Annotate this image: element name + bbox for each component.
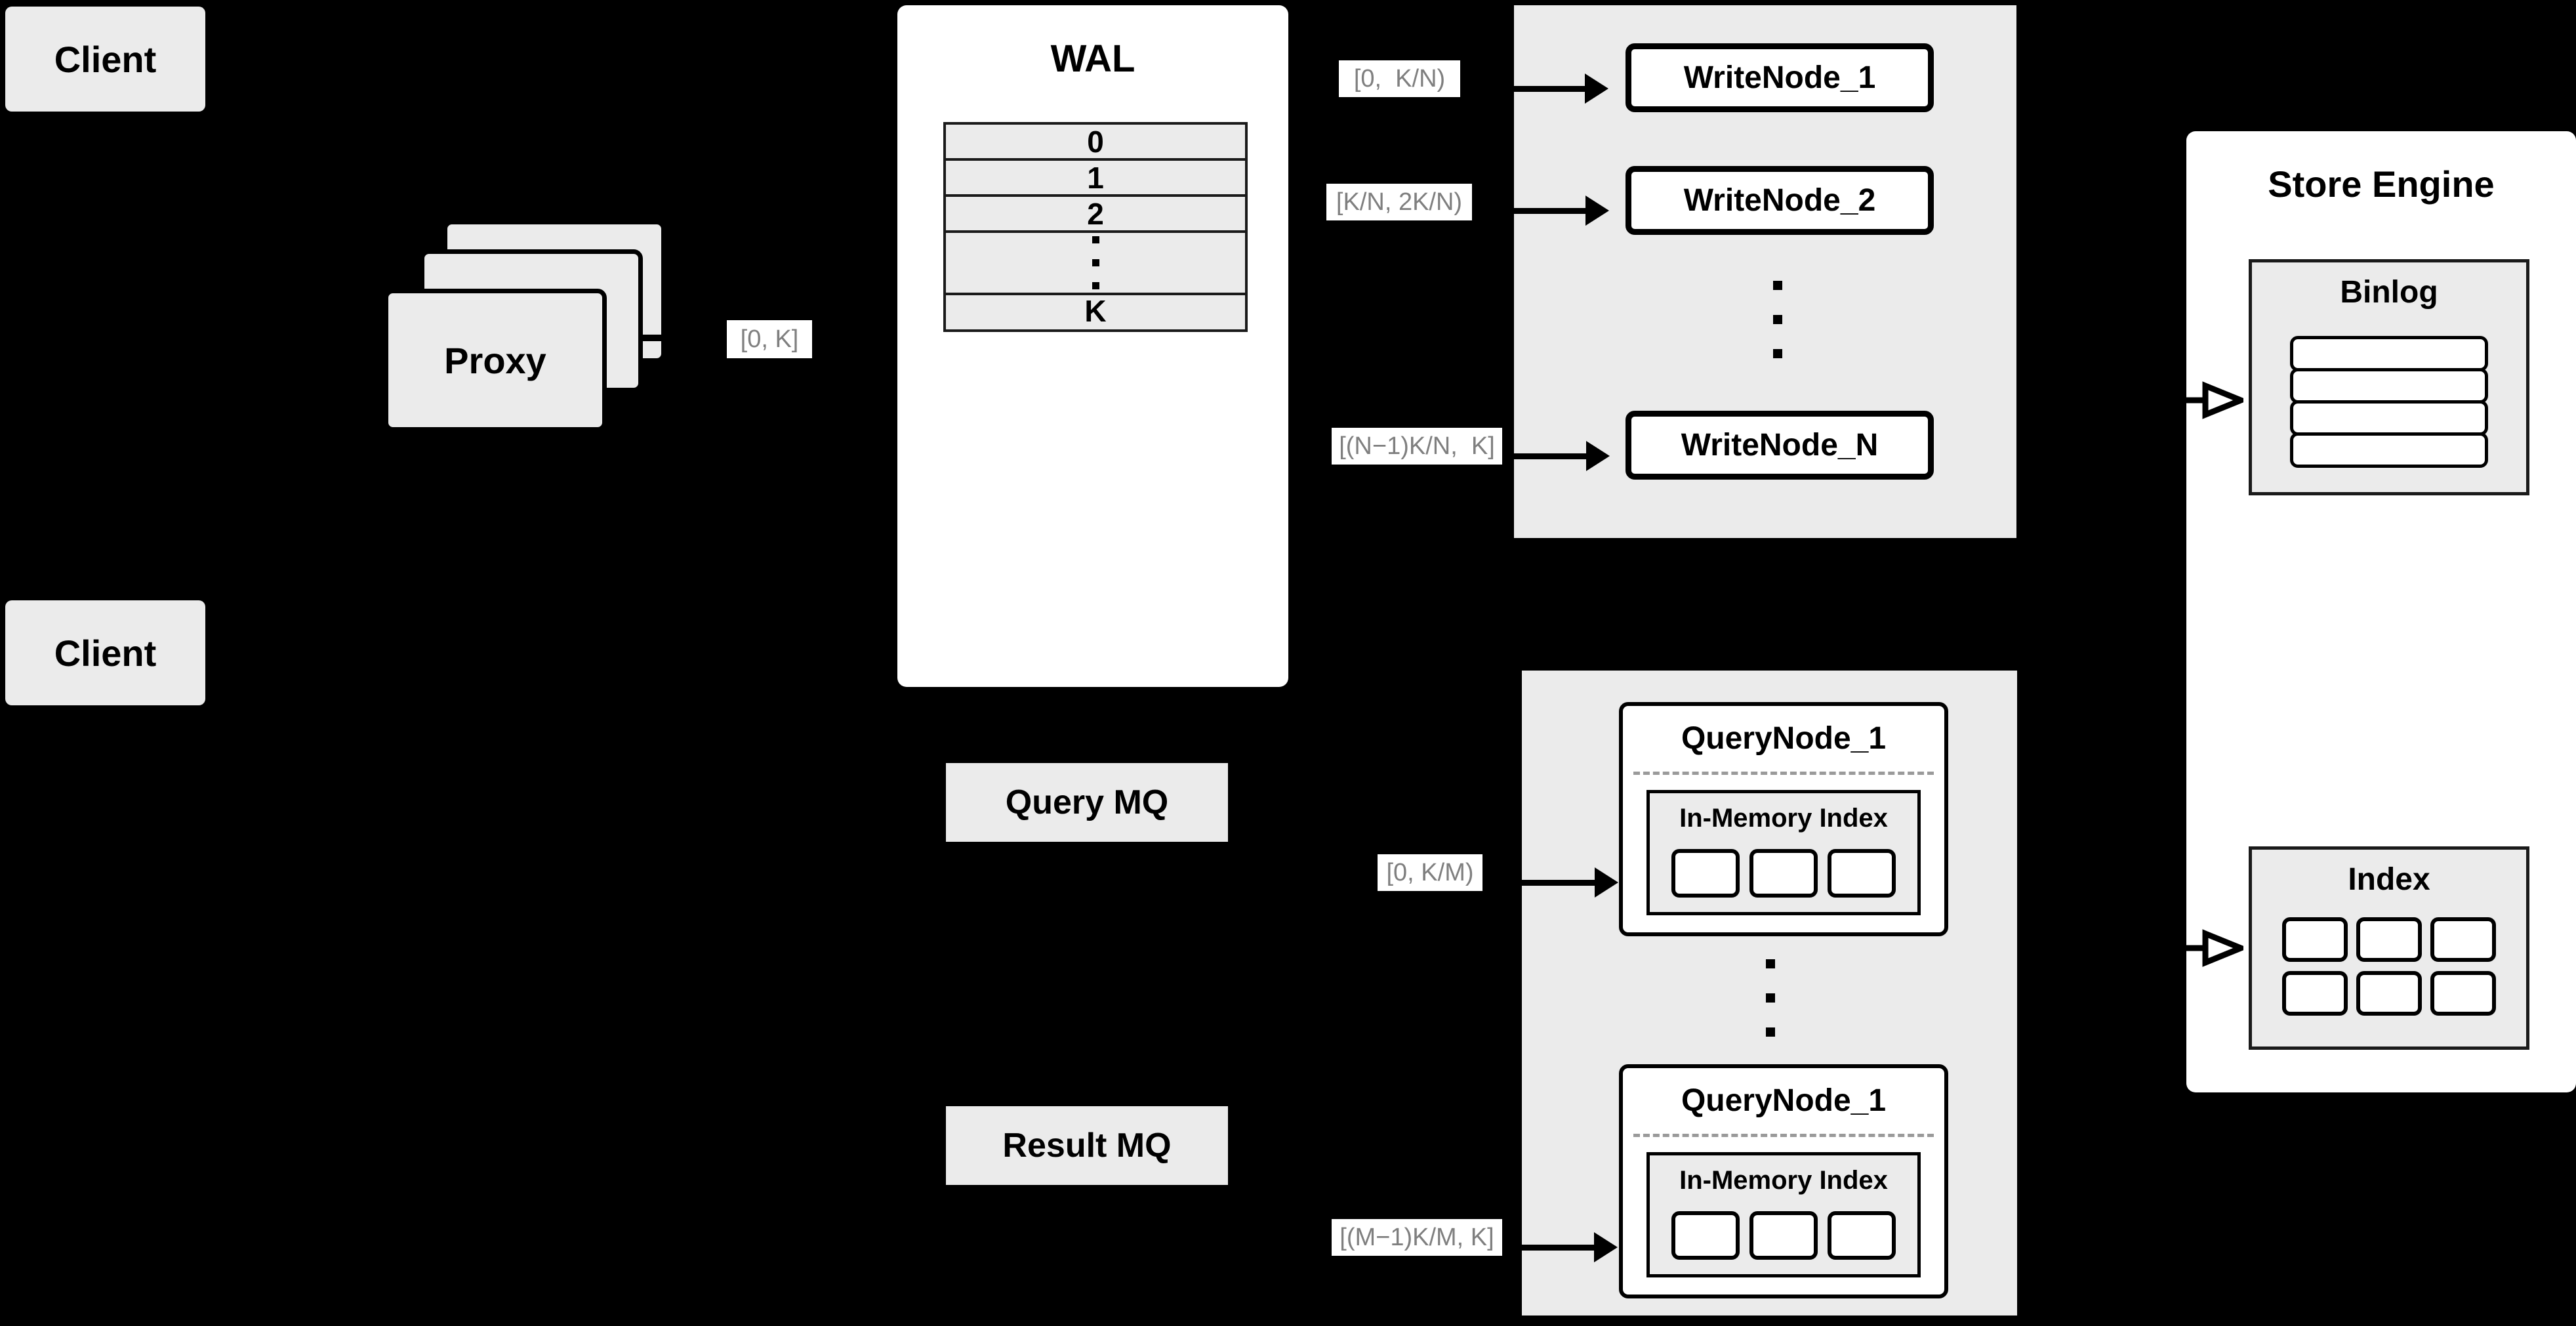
arrow-to-query-node-2 xyxy=(1509,1232,1618,1262)
query-node-2-index-title: In-Memory Index xyxy=(1679,1166,1888,1195)
query-node-1-index-title: In-Memory Index xyxy=(1679,804,1888,833)
query-node-2-range-text: [(M−1)K/M, K] xyxy=(1339,1223,1494,1251)
ellipsis-dot xyxy=(1766,993,1775,1003)
wal-row-1[interactable]: 1 xyxy=(946,161,1245,197)
index-row xyxy=(2278,917,2500,962)
write-node-1[interactable]: WriteNode_1 xyxy=(1625,43,1934,112)
ellipsis-dot xyxy=(1766,959,1775,968)
write-node-2-range-label: [K/N, 2K/N) xyxy=(1326,184,1472,220)
binlog-box: Binlog xyxy=(2249,259,2529,495)
binlog-rows xyxy=(2290,328,2488,475)
query-node-1-title: QueryNode_1 xyxy=(1681,721,1887,756)
ellipsis-dot xyxy=(1773,349,1782,358)
query-node-ellipsis xyxy=(1766,959,1775,1037)
wal-ellipsis-dot xyxy=(1092,236,1099,243)
query-mq-label: Query MQ xyxy=(1005,783,1169,821)
arrow-to-write-node-n xyxy=(1509,441,1610,471)
index-row xyxy=(2278,971,2500,1016)
ellipsis-dot xyxy=(1766,1027,1775,1037)
index-title: Index xyxy=(2348,862,2430,897)
arrow-to-query-node-1 xyxy=(1499,867,1618,898)
write-node-n-label: WriteNode_N xyxy=(1681,428,1879,463)
proxy-label: Proxy xyxy=(444,339,546,381)
proxy-range-label: [0, K] xyxy=(727,320,812,358)
wal-table: 0 1 2 K xyxy=(943,122,1248,332)
index-chip[interactable] xyxy=(1671,849,1740,898)
binlog-row[interactable] xyxy=(2290,335,2488,371)
write-node-2-label: WriteNode_2 xyxy=(1683,183,1876,218)
query-node-2-in-memory-index: In-Memory Index xyxy=(1646,1152,1921,1277)
query-node-2-divider xyxy=(1633,1134,1934,1137)
binlog-row[interactable] xyxy=(2290,367,2488,404)
index-chip[interactable] xyxy=(1827,849,1896,898)
wal-row-k[interactable]: K xyxy=(946,294,1245,328)
index-cell[interactable] xyxy=(2282,971,2348,1016)
arrow-to-index xyxy=(2165,928,2249,968)
wal-title: WAL xyxy=(1050,37,1135,80)
arrow-to-write-node-2 xyxy=(1484,196,1609,226)
client-label-2: Client xyxy=(54,632,157,674)
index-grid xyxy=(2278,913,2500,1020)
query-node-1[interactable]: QueryNode_1 In-Memory Index xyxy=(1619,702,1948,936)
ellipsis-dot xyxy=(1773,281,1782,290)
query-node-1-in-memory-index: In-Memory Index xyxy=(1646,790,1921,915)
wal-ellipsis-dot xyxy=(1092,282,1099,289)
result-mq-box[interactable]: Result MQ xyxy=(946,1106,1228,1185)
query-node-1-range-label: [0, K/M) xyxy=(1378,854,1482,891)
wal-row-ellipsis xyxy=(946,233,1245,295)
index-cell[interactable] xyxy=(2430,971,2496,1016)
client-box-1[interactable]: Client xyxy=(5,7,205,112)
index-cell[interactable] xyxy=(2356,917,2422,962)
query-node-2-title: QueryNode_1 xyxy=(1681,1083,1887,1118)
index-chip[interactable] xyxy=(1671,1211,1740,1260)
result-mq-label: Result MQ xyxy=(1002,1127,1172,1165)
write-node-1-range-label: [0, K/N) xyxy=(1339,60,1460,97)
index-cell[interactable] xyxy=(2356,971,2422,1016)
write-node-ellipsis xyxy=(1773,281,1782,358)
arrow-to-binlog xyxy=(2165,381,2249,420)
binlog-row[interactable] xyxy=(2290,432,2488,468)
index-chip[interactable] xyxy=(1827,1211,1896,1260)
ellipsis-dot xyxy=(1773,315,1782,324)
client-label-1: Client xyxy=(54,38,157,80)
arrow-to-write-node-1 xyxy=(1475,73,1608,104)
wal-panel: WAL 0 1 2 K xyxy=(897,5,1288,687)
binlog-title: Binlog xyxy=(2340,275,2438,310)
query-node-2[interactable]: QueryNode_1 In-Memory Index xyxy=(1619,1064,1948,1298)
index-chip[interactable] xyxy=(1749,1211,1818,1260)
wal-row-0[interactable]: 0 xyxy=(946,125,1245,161)
write-node-n-range-text: [(N−1)K/N, K] xyxy=(1339,432,1495,460)
open-arrow-icon xyxy=(2165,929,2249,967)
write-node-1-range-text: [0, K/N) xyxy=(1353,64,1446,93)
query-mq-box[interactable]: Query MQ xyxy=(946,763,1228,842)
store-engine-title: Store Engine xyxy=(2268,163,2495,205)
wal-row-2[interactable]: 2 xyxy=(946,197,1245,233)
binlog-row[interactable] xyxy=(2290,400,2488,436)
client-box-2[interactable]: Client xyxy=(5,600,205,705)
query-node-2-index-chips xyxy=(1667,1211,1900,1260)
index-chip[interactable] xyxy=(1749,849,1818,898)
index-box: Index xyxy=(2249,846,2529,1050)
write-node-2[interactable]: WriteNode_2 xyxy=(1625,166,1934,235)
wal-ellipsis-dot xyxy=(1092,259,1099,266)
index-cell[interactable] xyxy=(2430,917,2496,962)
query-node-1-range-text: [0, K/M) xyxy=(1386,858,1474,886)
query-node-1-divider xyxy=(1633,772,1934,775)
query-node-1-index-chips xyxy=(1667,849,1900,898)
index-cell[interactable] xyxy=(2282,917,2348,962)
store-engine-panel: Store Engine Binlog Index xyxy=(2186,131,2576,1092)
write-node-n[interactable]: WriteNode_N xyxy=(1625,411,1934,480)
proxy-box[interactable]: Proxy xyxy=(384,289,607,432)
write-node-n-range-label: [(N−1)K/N, K] xyxy=(1332,428,1502,465)
query-node-cluster: QueryNode_1 In-Memory Index QueryNode_1 … xyxy=(1522,671,2017,1316)
write-node-2-range-text: [K/N, 2K/N) xyxy=(1336,188,1463,216)
query-node-2-range-label: [(M−1)K/M, K] xyxy=(1332,1219,1502,1256)
proxy-range-text: [0, K] xyxy=(740,325,799,353)
proxy-connector-stub xyxy=(640,335,666,341)
write-node-1-label: WriteNode_1 xyxy=(1683,60,1876,95)
open-arrow-icon xyxy=(2165,381,2249,419)
